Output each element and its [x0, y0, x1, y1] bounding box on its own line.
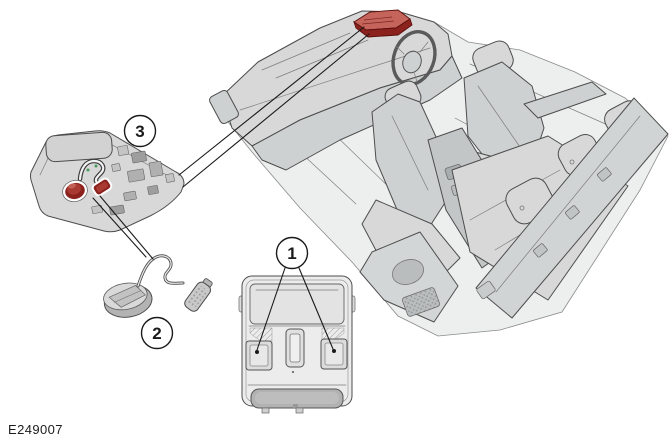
- center-switch-pack: [285, 328, 305, 368]
- callout-3: 3: [123, 114, 157, 148]
- sill-rail: [475, 97, 669, 319]
- highlighted-connector: [91, 177, 113, 197]
- floor-detail-lines: [299, 63, 611, 205]
- pigtail-wire: [136, 254, 185, 288]
- floor-console: [359, 231, 459, 323]
- steering-wheel-spokes: [395, 41, 429, 83]
- speaker-grille: [402, 287, 440, 317]
- dash-module-texture: [361, 16, 395, 25]
- callout-3-label: 3: [135, 122, 144, 141]
- overhead-console-illustration: [30, 130, 185, 233]
- cowl-side-panel: [209, 89, 239, 125]
- rail-cleat: [597, 167, 612, 182]
- leader-console-to-dash: [178, 26, 365, 176]
- highlighted-dash-module: [353, 9, 413, 38]
- mount-tab: [261, 407, 270, 414]
- pigtail-connector: [184, 278, 213, 312]
- console-housing-module: [45, 131, 113, 163]
- vehicle-interior-illustration: [209, 9, 669, 337]
- ambient-lamp-bar: [250, 388, 344, 409]
- microphone-wire-routing: [77, 158, 106, 187]
- figure-code-label: E249007: [8, 422, 63, 437]
- callout-2-label: 2: [152, 324, 161, 343]
- console-circuit-details: [86, 145, 175, 216]
- rail-cleat: [565, 205, 580, 220]
- dashboard-vents: [239, 32, 431, 111]
- leader-lines: [92, 26, 370, 354]
- callout-1-label: 1: [287, 244, 296, 263]
- leader-mic-to-pigtail: [92, 197, 147, 258]
- rear-armrest-trim: [523, 81, 607, 119]
- sunglasses-bin-door: [249, 283, 345, 325]
- front-overhead-console-illustration: [238, 275, 356, 414]
- callout-2: 2: [140, 316, 174, 350]
- microphone-pigtail-illustration: [103, 254, 213, 318]
- rail-cleat: [533, 243, 548, 258]
- leader-console-to-dash: [182, 33, 370, 188]
- map-lamp-lens-right: [320, 338, 348, 370]
- mount-tab: [295, 407, 304, 414]
- leader-mic-to-pigtail: [99, 195, 154, 260]
- leader-dot: [332, 349, 336, 353]
- steering-wheel-hub: [402, 50, 422, 74]
- leader-dot: [255, 350, 259, 354]
- microphone-disc: [103, 282, 153, 318]
- leader-callout1-right: [298, 267, 334, 350]
- rail-foot: [476, 280, 496, 300]
- callout-1: 1: [275, 236, 309, 270]
- leader-callout1-left: [256, 267, 286, 351]
- highlighted-microphone: [62, 179, 88, 203]
